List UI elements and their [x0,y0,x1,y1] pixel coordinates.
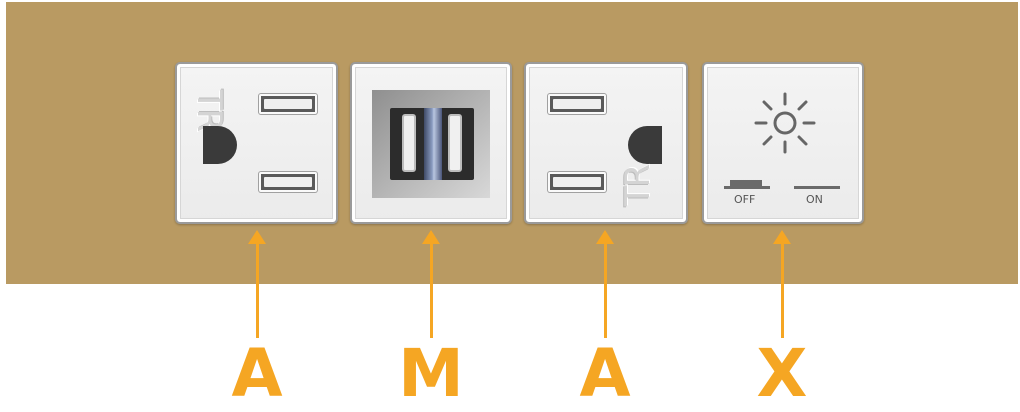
desk-panel [6,2,1018,284]
callout-arrow-a1 [256,242,259,338]
callout-arrowhead-m [422,230,440,244]
callout-arrow-m [430,242,433,338]
sun-icon [754,92,816,154]
callout-label-m: M [398,335,464,412]
off-label: OFF [734,193,756,206]
dimmer-module[interactable]: OFF ON [702,62,864,224]
outlet-slot-top [259,94,317,114]
outlet-slot-bottom [548,172,606,192]
callout-label-a2: A [579,335,631,412]
outlet-slot-bottom [259,172,317,192]
tr-label: TR [189,89,230,131]
callout-arrowhead-a1 [248,230,266,244]
dimmer-track-left [724,186,770,189]
callout-label-a1: A [231,335,283,412]
ground-hole [203,126,237,164]
callout-label-x: X [756,335,808,412]
dimmer-off-marker [730,180,762,186]
outlet-module-right[interactable]: TR [524,62,688,224]
callout-arrow-a2 [604,242,607,338]
on-label: ON [806,193,823,206]
callout-arrowhead-a2 [596,230,614,244]
callout-arrow-x [781,242,784,338]
usb-center-divider [424,108,442,180]
ground-hole [628,126,662,164]
outlet-module-left[interactable]: TR [175,62,338,224]
dimmer-track-right [794,186,840,189]
callout-arrowhead-x [773,230,791,244]
usb-port-right[interactable] [448,114,462,172]
usb-port-left[interactable] [402,114,416,172]
outlet-slot-top [548,94,606,114]
tr-label: TR [618,165,659,207]
usb-module[interactable] [350,62,512,224]
